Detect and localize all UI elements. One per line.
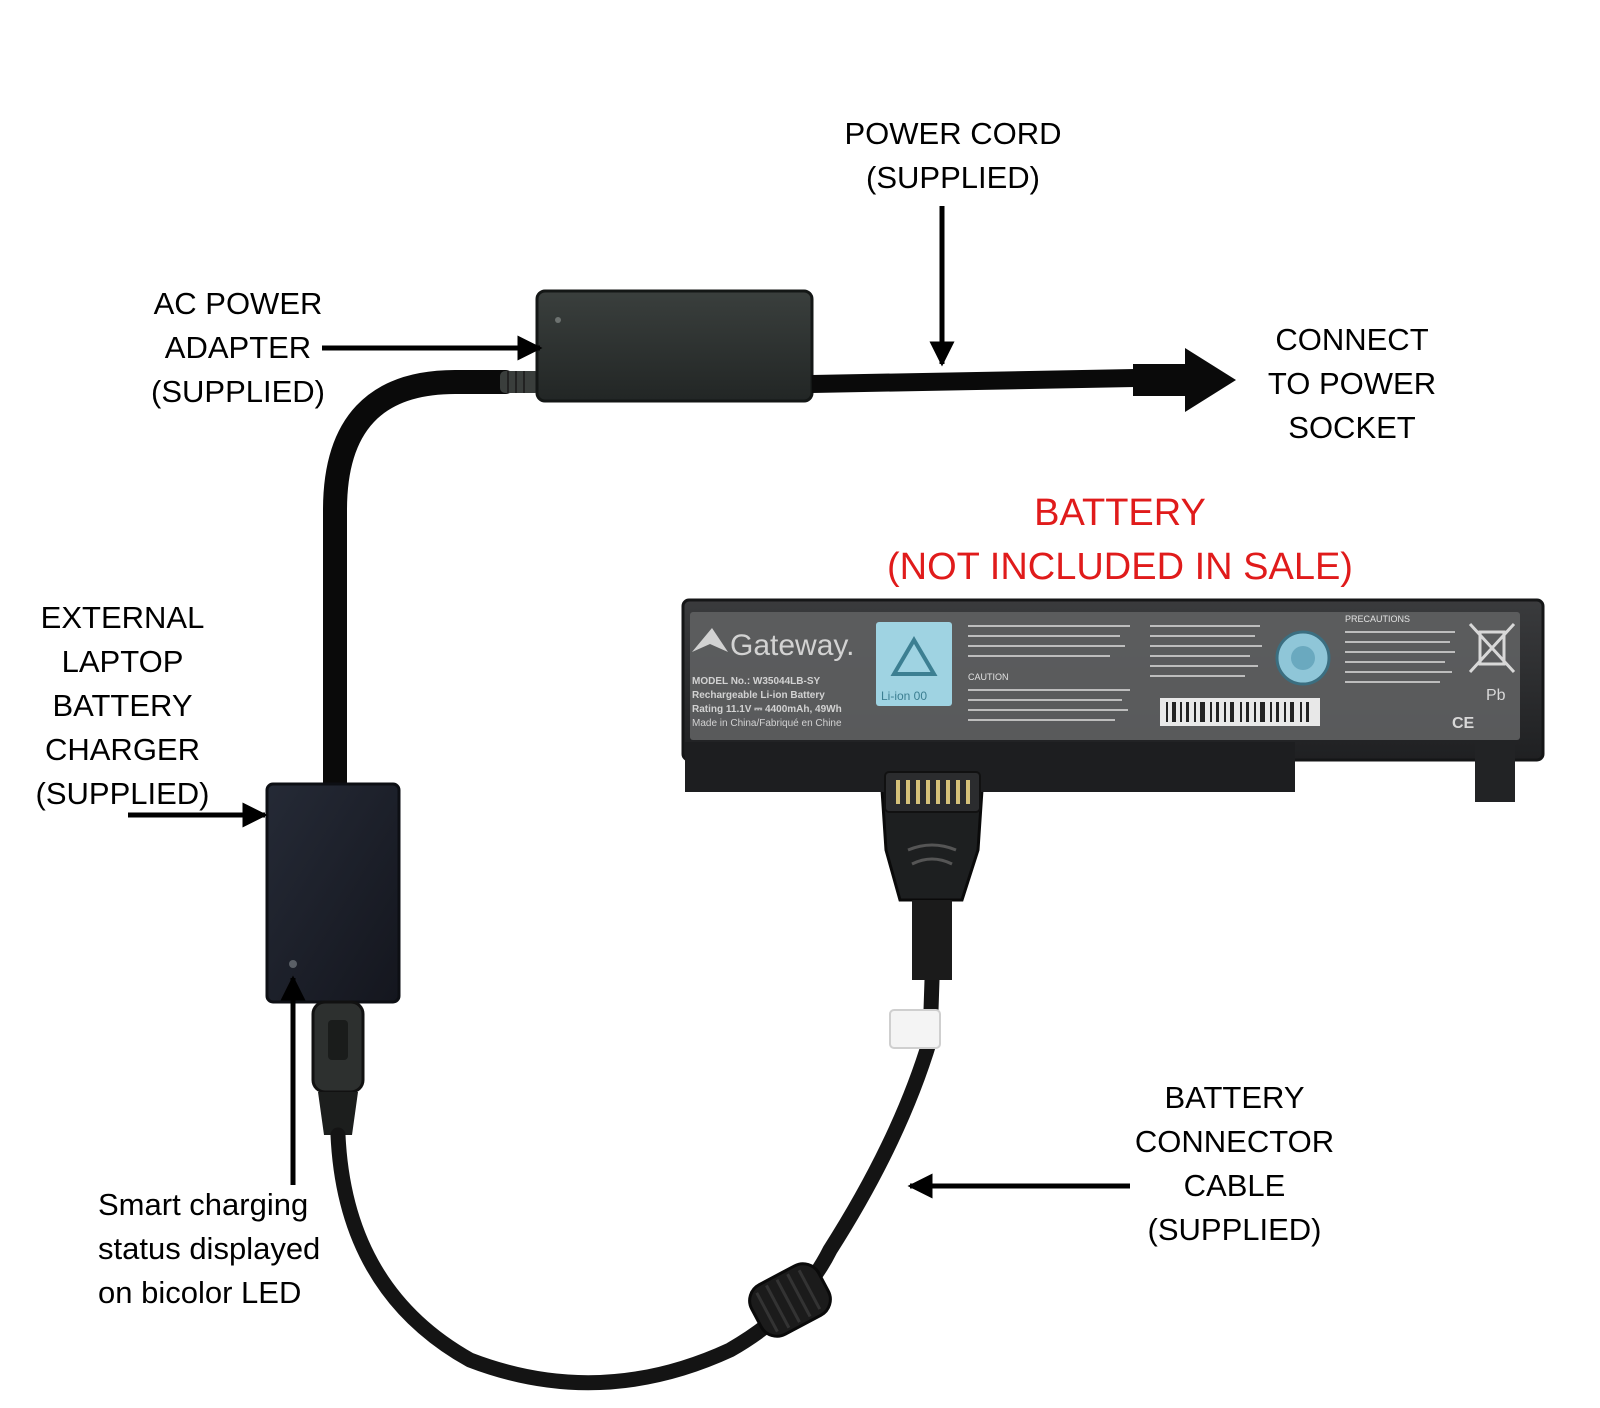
battery-rating: Rating 11.1V ⎓ 4400mAh, 49Wh — [692, 704, 842, 715]
ac-power-adapter — [535, 289, 814, 403]
adapter-led-dot — [555, 317, 561, 323]
battery-brand: Gateway. — [730, 629, 855, 662]
label-connect-to-power-socket: CONNECT TO POWER SOCKET — [1267, 322, 1437, 445]
battery-model: MODEL No.: W35044LB-SY — [692, 676, 820, 687]
recycle-icon — [890, 636, 938, 676]
label-external-charger: EXTERNAL LAPTOP BATTERY CHARGER (SUPPLIE… — [35, 600, 210, 811]
recycle-badge — [876, 622, 952, 706]
label-smart-charging: Smart charging status displayed on bicol… — [98, 1187, 321, 1310]
battery-caution-heading: CAUTION — [968, 672, 1009, 682]
battery-origin: Made in China/Fabriqué en Chine — [692, 718, 842, 729]
battery-type: Rechargeable Li-ion Battery — [692, 690, 825, 701]
bicolor-led — [289, 960, 297, 968]
label-battery-connector-cable: BATTERY CONNECTOR CABLE (SUPPLIED) — [1134, 1080, 1335, 1247]
label-ac-power-adapter: AC POWER ADAPTER (SUPPLIED) — [151, 286, 325, 409]
battery-ce-mark: CE — [1452, 715, 1475, 732]
gateway-logo-icon — [692, 628, 728, 652]
battery-barcode — [1160, 698, 1320, 726]
dc-cable — [323, 370, 517, 802]
connect-socket-arrow — [1185, 348, 1236, 412]
battery-connector-cable — [330, 972, 940, 1391]
adapter-strain-relief — [500, 371, 540, 393]
power-cord — [811, 369, 1136, 393]
battery-precautions-heading: PRECAUTIONS — [1345, 614, 1410, 624]
battery-pb-mark: Pb — [1486, 687, 1506, 704]
power-plug — [1133, 364, 1185, 396]
recycle-code: Li-ion 00 — [881, 689, 927, 703]
battery-side-connector-neck — [912, 900, 952, 980]
cable-tag — [889, 1009, 941, 1049]
battery-fine-print — [968, 625, 1455, 721]
crossed-bin-icon — [1468, 622, 1516, 674]
laptop-battery — [681, 598, 1545, 813]
ferrite-bead — [748, 1262, 832, 1338]
external-battery-charger — [265, 782, 401, 1004]
label-power-cord: POWER CORD (SUPPLIED) — [844, 116, 1062, 195]
label-battery-not-included: BATTERY (NOT INCLUDED IN SALE) — [887, 492, 1353, 588]
charger-output-boot — [318, 1092, 358, 1135]
